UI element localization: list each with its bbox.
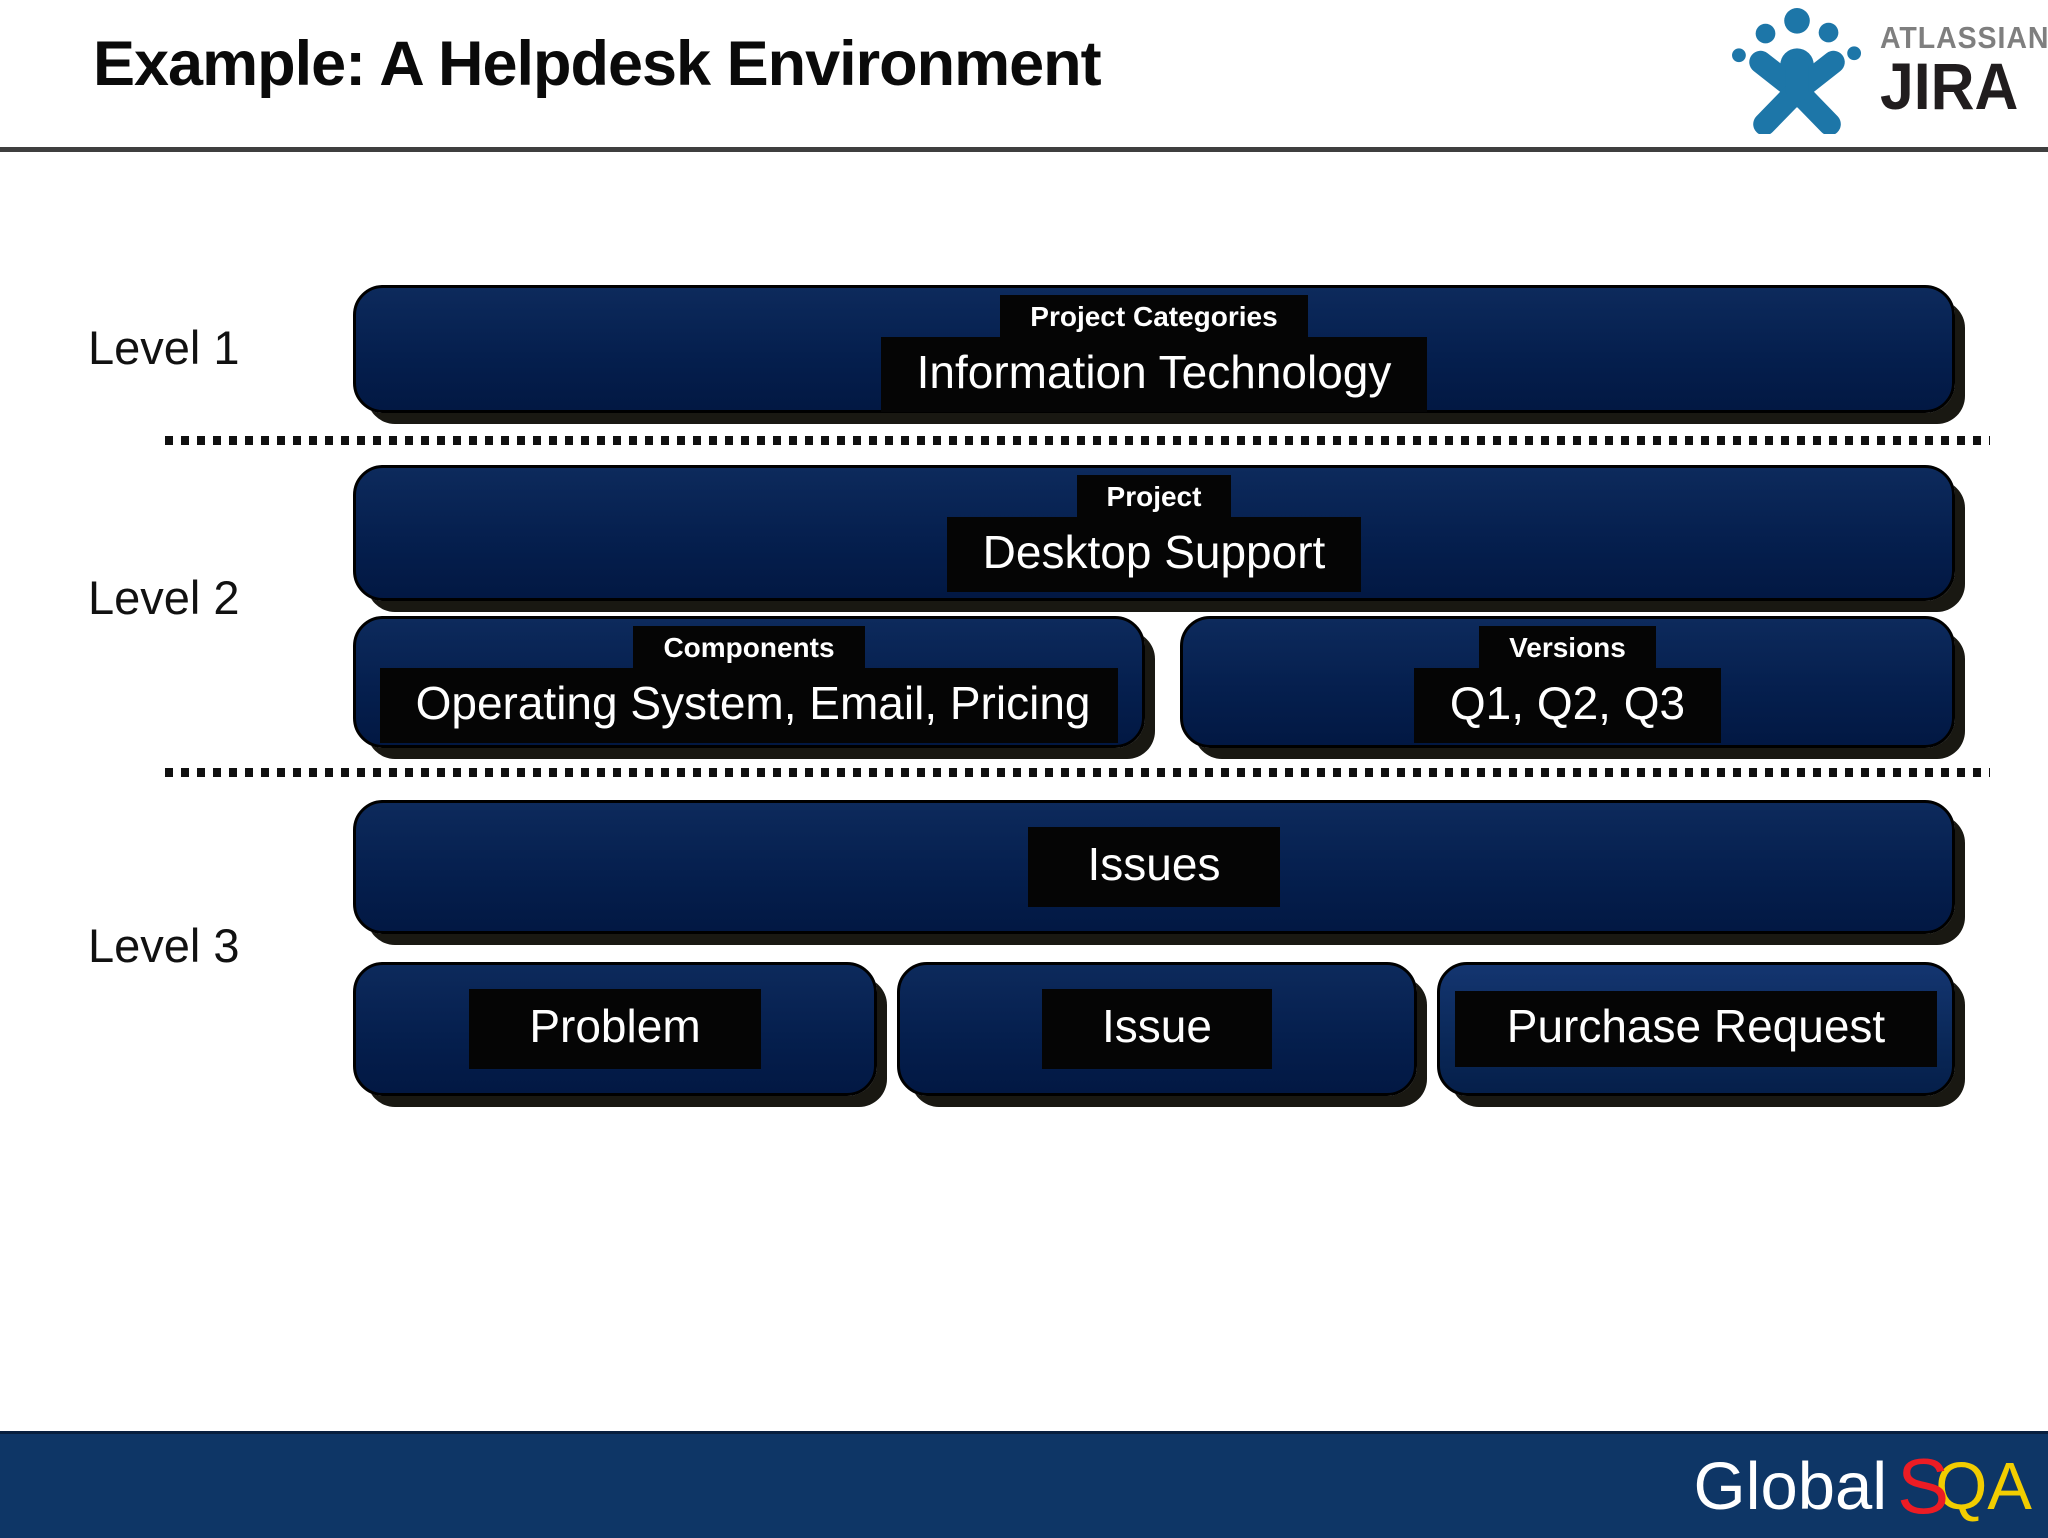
globalsqa-logo-s: S	[1897, 1441, 1950, 1530]
components-value: Operating System, Email, Pricing	[379, 668, 1119, 744]
level-3-label: Level 3	[88, 919, 240, 972]
title-divider	[0, 147, 2048, 152]
components-tag: Components	[633, 626, 865, 669]
issue-type-purchase-request-value: Purchase Request	[1455, 991, 1937, 1067]
globalsqa-logo-global: Global	[1693, 1448, 1888, 1524]
jira-figure-icon	[1732, 7, 1862, 134]
issues-box: Issues	[353, 800, 1955, 934]
versions-tag: Versions	[1479, 626, 1656, 669]
issue-type-box-issue: Issue	[897, 962, 1417, 1096]
issue-type-box-problem: Problem	[353, 962, 877, 1096]
page-title: Example: A Helpdesk Environment	[93, 29, 1102, 99]
issue-type-problem-value: Problem	[469, 989, 761, 1069]
issue-type-issue-value: Issue	[1042, 989, 1272, 1069]
project-categories-tag: Project Categories	[1000, 295, 1308, 338]
issue-type-box-purchase-request: Purchase Request	[1437, 962, 1955, 1096]
issues-value: Issues	[1027, 827, 1281, 907]
project-categories-value: Information Technology	[880, 337, 1428, 413]
atlassian-jira-logo: ATLASSIAN JIRA	[1722, 4, 2048, 136]
project-categories-box: Project Categories Information Technolog…	[353, 285, 1955, 413]
level-separator-1	[165, 436, 1990, 445]
components-box: Components Operating System, Email, Pric…	[353, 616, 1145, 748]
level-2-label: Level 2	[88, 571, 240, 624]
level-1-label: Level 1	[88, 321, 240, 374]
project-value: Desktop Support	[946, 517, 1362, 593]
footer-bar	[0, 1431, 2048, 1538]
globalsqa-logo-qa: QA	[1935, 1448, 2032, 1524]
project-tag: Project	[1076, 475, 1232, 518]
versions-box: Versions Q1, Q2, Q3	[1180, 616, 1955, 748]
level-separator-2	[165, 768, 1990, 777]
versions-value: Q1, Q2, Q3	[1413, 668, 1722, 744]
jira-wordmark-group: ATLASSIAN JIRA	[1880, 20, 2048, 124]
jira-wordmark: JIRA	[1880, 49, 2019, 124]
globalsqa-logo: Global S QA	[1693, 1438, 2032, 1534]
atlassian-wordmark: ATLASSIAN	[1880, 20, 2048, 56]
project-box: Project Desktop Support	[353, 465, 1955, 601]
